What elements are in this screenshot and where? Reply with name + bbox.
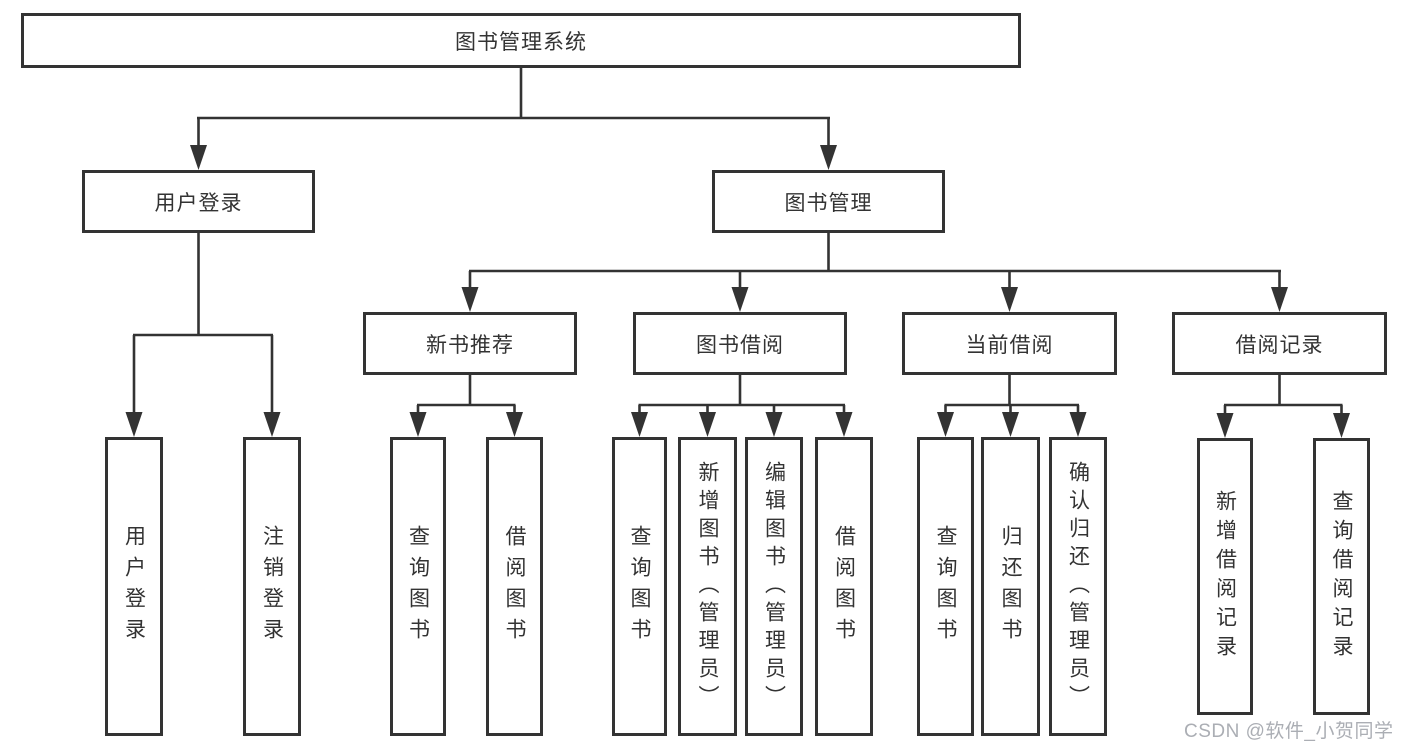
csdn-watermark: CSDN @软件_小贺同学 (1184, 721, 1394, 742)
leaf-borrow-edit-books-admin: 编辑图书（管理员） (745, 437, 803, 736)
leaf-borrow-borrow-books: 借阅图书 (815, 437, 873, 736)
node-book-management: 图书管理 (712, 170, 945, 233)
leaf-logout: 注销登录 (243, 437, 301, 736)
node-new-book-recommend: 新书推荐 (363, 312, 577, 375)
leaf-borrow-add-books-admin: 新增图书（管理员） (678, 437, 737, 736)
leaf-records-add-borrow-record: 新增借阅记录 (1197, 438, 1253, 715)
leaf-records-query-borrow-record: 查询借阅记录 (1313, 438, 1370, 715)
leaf-current-return-books: 归还图书 (981, 437, 1040, 736)
node-book-borrow: 图书借阅 (633, 312, 847, 375)
leaf-current-query-books: 查询图书 (917, 437, 974, 736)
leaf-user-login: 用户登录 (105, 437, 163, 736)
leaf-borrow-query-books: 查询图书 (612, 437, 667, 736)
node-root-system: 图书管理系统 (21, 13, 1021, 68)
leaf-newrec-query-books: 查询图书 (390, 437, 446, 736)
node-borrow-records: 借阅记录 (1172, 312, 1387, 375)
leaf-newrec-borrow-books: 借阅图书 (486, 437, 543, 736)
node-current-borrow: 当前借阅 (902, 312, 1117, 375)
leaf-current-confirm-return-admin: 确认归还（管理员） (1049, 437, 1107, 736)
node-user-login: 用户登录 (82, 170, 315, 233)
